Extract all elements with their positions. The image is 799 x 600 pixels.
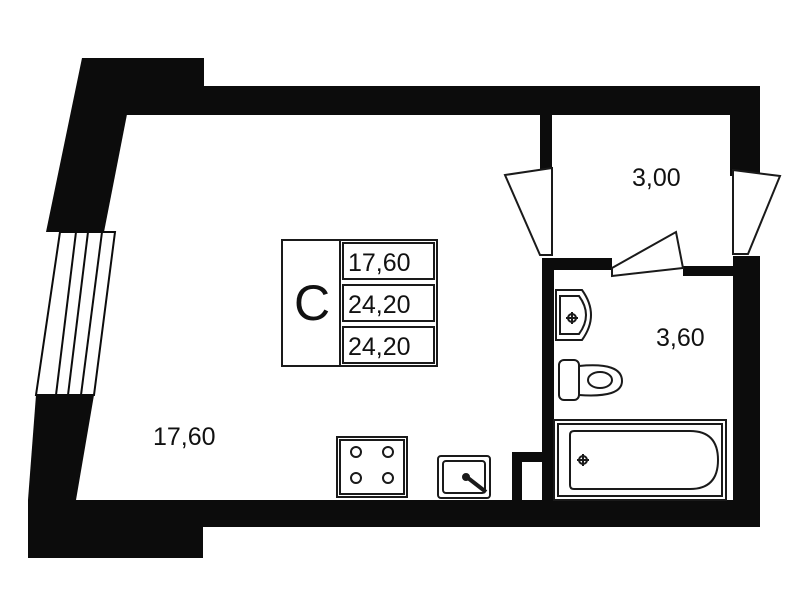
left-wall-lower xyxy=(28,395,94,500)
bath-partition-left xyxy=(542,258,554,500)
bath-partition-top-right xyxy=(683,266,738,276)
bath-door xyxy=(611,230,685,278)
summary-living-area: 17,60 xyxy=(348,249,411,277)
room-area-hall: 3,00 xyxy=(632,164,681,192)
stove xyxy=(336,436,408,498)
top-wall xyxy=(200,86,760,115)
shaft-top xyxy=(512,452,544,462)
room-area-bath: 3,60 xyxy=(656,324,705,352)
window-frame xyxy=(34,231,117,396)
summary-total-area: 24,20 xyxy=(348,291,411,319)
toilet xyxy=(558,359,624,401)
burner xyxy=(382,446,394,458)
summary-total-balcony-area: 24,20 xyxy=(348,333,411,361)
hall-partition xyxy=(540,115,552,175)
top-wall-stub xyxy=(82,58,204,115)
bath-partition-top xyxy=(542,258,612,270)
burner xyxy=(350,472,362,484)
shaft-column xyxy=(512,452,522,500)
right-wall-upper xyxy=(730,86,760,176)
burner xyxy=(382,472,394,484)
area-summary xyxy=(281,239,438,367)
doors xyxy=(503,166,782,278)
bottom-wall xyxy=(76,500,760,527)
burner xyxy=(350,446,362,458)
bathtub xyxy=(553,419,727,501)
right-wall-lower xyxy=(733,256,760,527)
walls xyxy=(28,58,760,558)
room-labels: 17,60 3,00 3,60 xyxy=(153,164,705,451)
summary-letter: С xyxy=(294,275,330,331)
summary-frame xyxy=(281,239,438,367)
kitchen-sink xyxy=(437,455,491,499)
washbasin xyxy=(555,289,592,341)
hall-door-right xyxy=(732,168,782,255)
room-area-main: 17,60 xyxy=(153,423,216,451)
window xyxy=(34,231,117,396)
hall-door-left xyxy=(503,166,553,256)
